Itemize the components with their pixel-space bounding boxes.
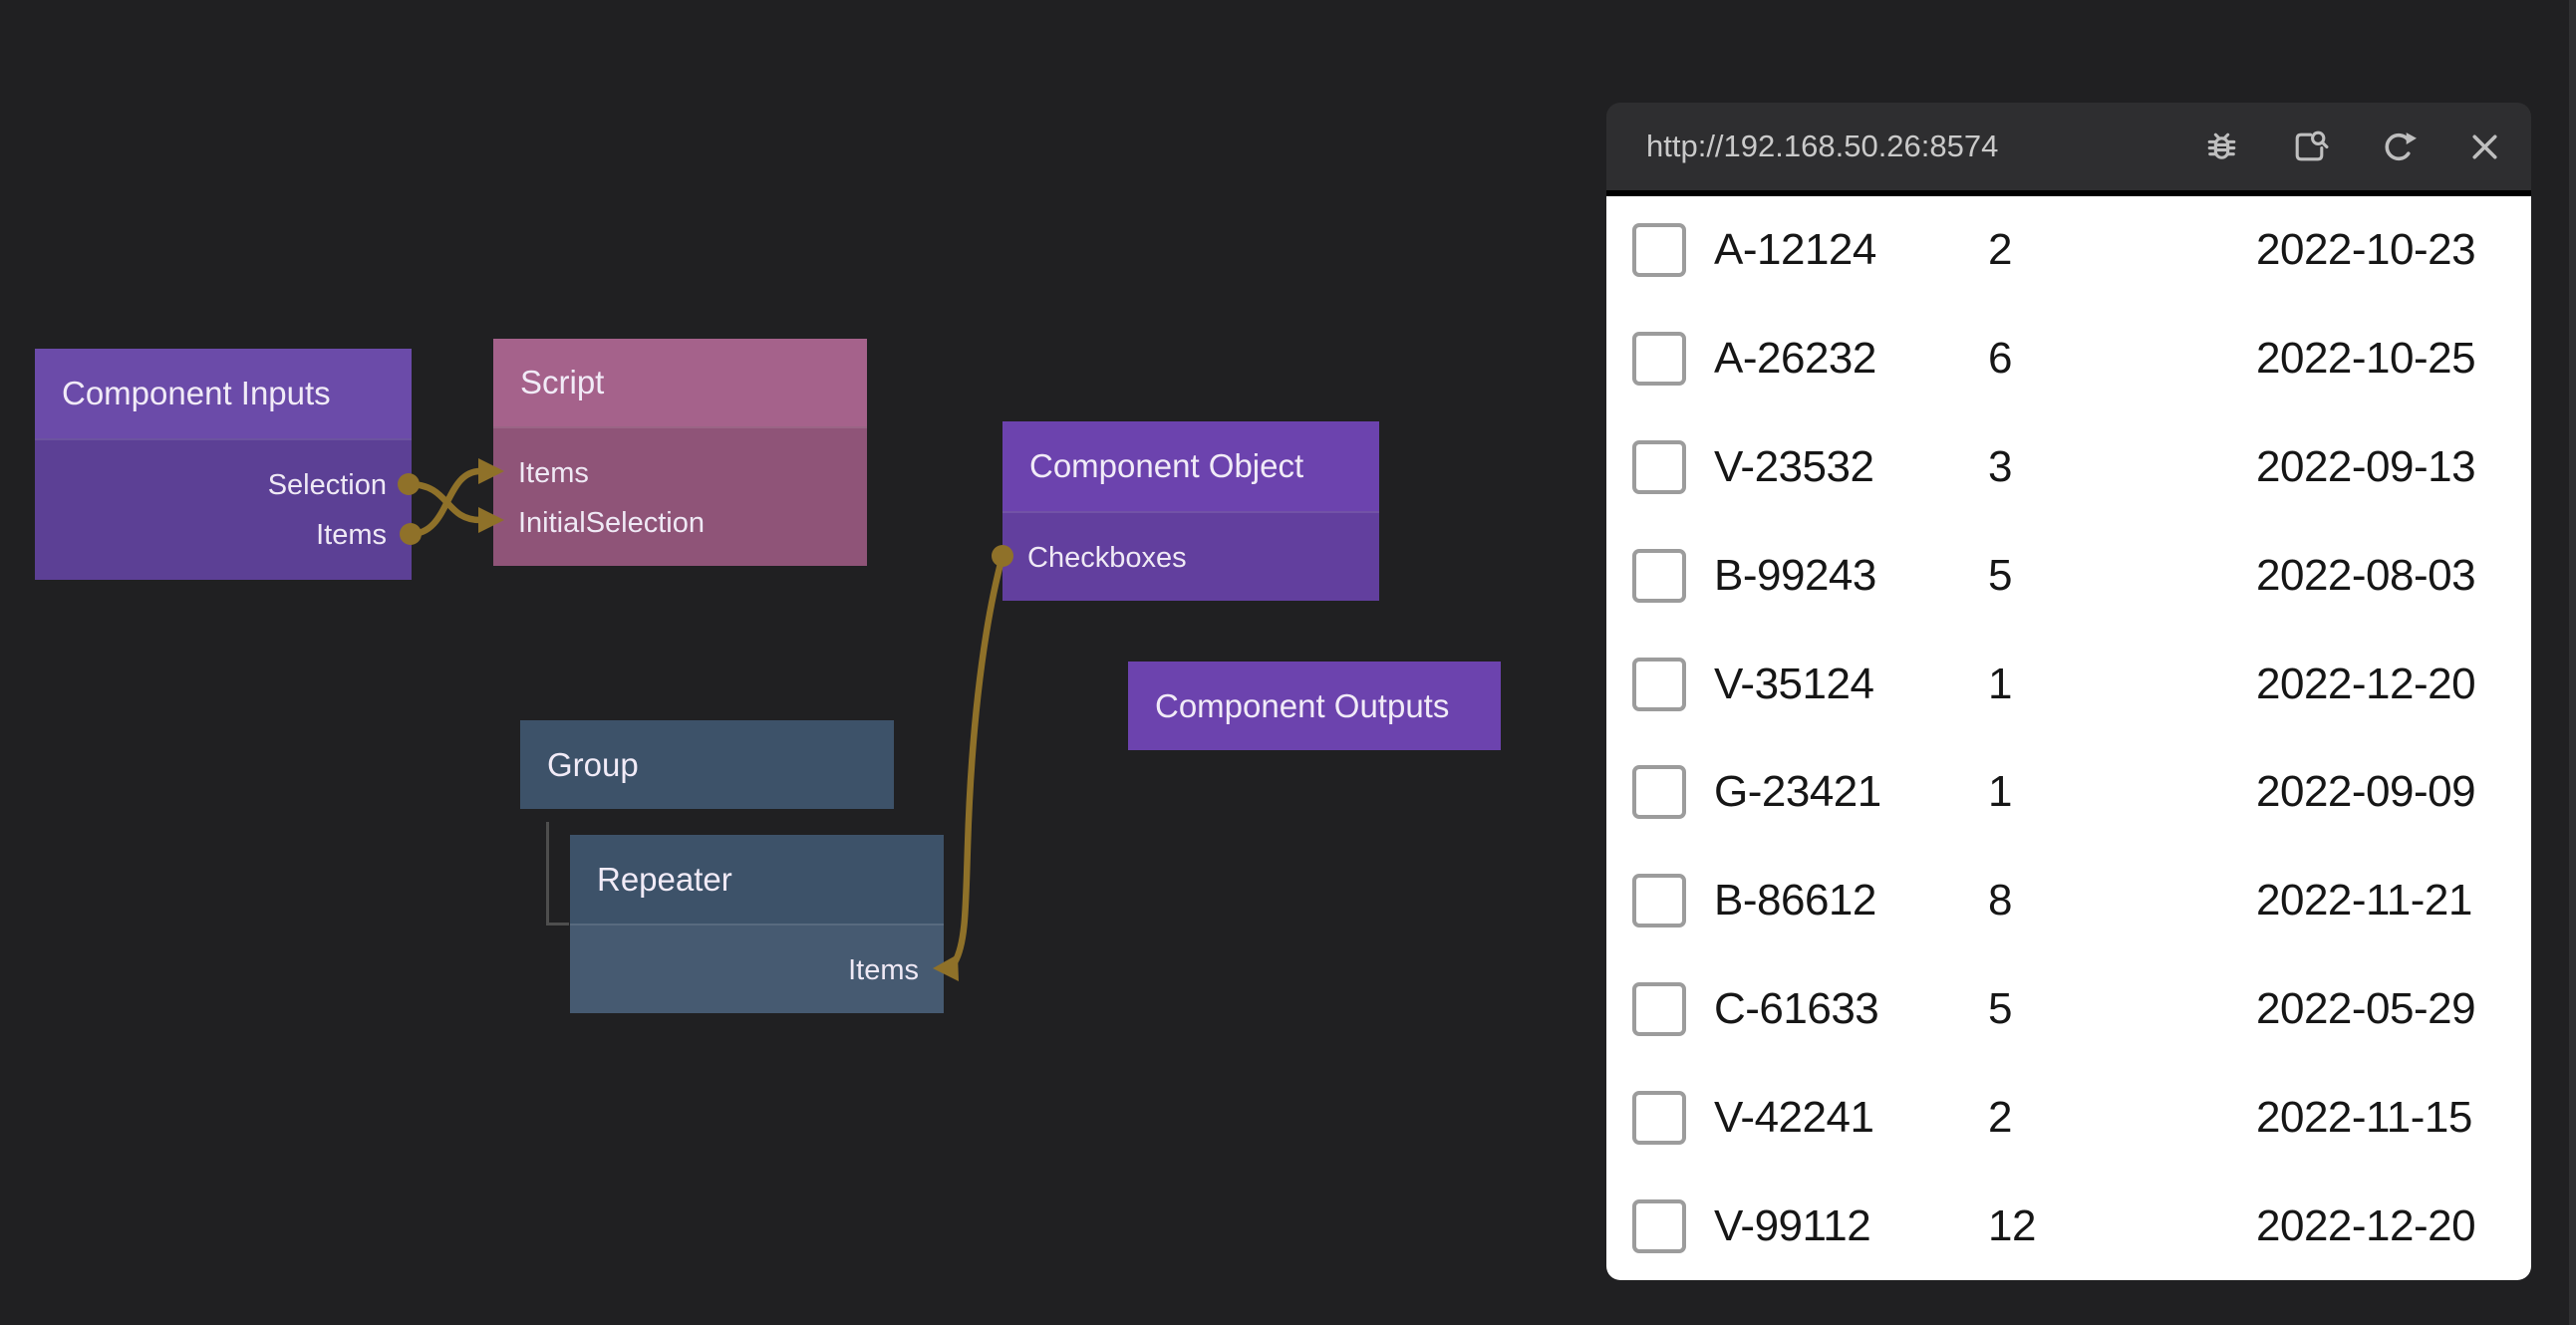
row-qty: 6 [1988,334,2012,384]
row-checkbox[interactable] [1632,332,1686,387]
preview-table: A-12124 2 2022-10-23 A-26232 6 2022-10-2… [1606,196,2531,1280]
group-child-bracket [546,822,569,926]
row-id: A-12124 [1714,225,1876,275]
component-object-node[interactable]: Component Object Checkboxes [1002,421,1379,601]
row-date: 2022-05-29 [2256,983,2476,1033]
row-date: 2022-12-20 [2256,1200,2476,1250]
node-title: Group [520,720,894,809]
node-body: Items [570,924,944,1013]
row-qty: 5 [1988,983,2012,1033]
port-items-out[interactable]: Items [316,519,387,551]
row-qty: 2 [1988,225,2012,275]
row-id: C-61633 [1714,983,1879,1033]
row-checkbox[interactable] [1632,548,1686,603]
node-body: Checkboxes [1002,511,1379,601]
row-date: 2022-11-15 [2256,1092,2472,1142]
row-id: B-99243 [1714,550,1876,600]
row-date: 2022-09-13 [2256,441,2476,491]
row-qty: 8 [1988,876,2012,926]
row-qty: 12 [1988,1200,2036,1250]
component-outputs-node[interactable]: Component Outputs [1128,662,1501,750]
node-body: Selection Items [35,438,412,580]
table-row[interactable]: A-26232 6 2022-10-25 [1606,305,2531,413]
table-row[interactable]: V-42241 2 2022-11-15 [1606,1063,2531,1172]
refresh-icon[interactable] [2377,127,2418,167]
row-id: V-42241 [1714,1092,1874,1142]
row-date: 2022-10-23 [2256,225,2476,275]
script-node[interactable]: Script Items InitialSelection [493,339,867,566]
port-selection[interactable]: Selection [267,469,387,501]
row-id: A-26232 [1714,334,1876,384]
browser-title-bar[interactable]: http://192.168.50.26:8574 [1606,103,2531,190]
port-items-repeater[interactable]: Items [848,954,919,986]
node-title: Component Inputs [35,349,412,438]
row-date: 2022-09-09 [2256,767,2476,817]
table-row[interactable]: C-61633 5 2022-05-29 [1606,955,2531,1064]
row-checkbox[interactable] [1632,439,1686,494]
canvas-scrollbar[interactable] [2569,0,2576,1325]
row-checkbox[interactable] [1632,1090,1686,1145]
node-title: Component Object [1002,421,1379,511]
port-checkboxes[interactable]: Checkboxes [1027,542,1187,574]
node-title: Script [493,339,867,426]
debug-icon[interactable] [2201,127,2242,167]
table-row[interactable]: B-99243 5 2022-08-03 [1606,521,2531,630]
row-checkbox[interactable] [1632,657,1686,711]
row-id: V-35124 [1714,659,1874,708]
repeater-node[interactable]: Repeater Items [570,835,944,1013]
url-bar[interactable]: http://192.168.50.26:8574 [1646,129,1999,163]
table-row[interactable]: A-12124 2 2022-10-23 [1606,196,2531,305]
table-row[interactable]: B-86612 8 2022-11-21 [1606,847,2531,955]
inspect-icon[interactable] [2289,127,2330,167]
row-checkbox[interactable] [1632,981,1686,1036]
port-items-in[interactable]: Items [518,457,589,489]
row-qty: 2 [1988,1092,2012,1142]
wire-items-to-items [407,467,484,538]
row-id: V-99112 [1714,1200,1871,1250]
row-date: 2022-12-20 [2256,659,2476,708]
row-qty: 1 [1988,659,2012,708]
row-date: 2022-11-21 [2256,876,2472,926]
row-checkbox[interactable] [1632,223,1686,278]
row-checkbox[interactable] [1632,765,1686,820]
table-row[interactable]: V-23532 3 2022-09-13 [1606,413,2531,522]
wire-checkboxes-to-items [951,552,1006,966]
row-id: G-23421 [1714,767,1881,817]
browser-separator [1606,190,2531,196]
row-checkbox[interactable] [1632,1198,1686,1253]
port-initialselection[interactable]: InitialSelection [518,507,705,539]
row-checkbox[interactable] [1632,874,1686,928]
table-row[interactable]: V-99112 12 2022-12-20 [1606,1172,2531,1280]
node-body: Items InitialSelection [493,426,867,566]
row-qty: 1 [1988,767,2012,817]
row-qty: 5 [1988,550,2012,600]
preview-browser-panel: http://192.168.50.26:8574 [1606,103,2531,1280]
close-icon[interactable] [2464,127,2505,167]
wire-selection-to-initialselection [405,480,484,524]
row-id: V-23532 [1714,441,1874,491]
table-row[interactable]: G-23421 1 2022-09-09 [1606,738,2531,847]
table-row[interactable]: V-35124 1 2022-12-20 [1606,630,2531,738]
group-node[interactable]: Group [520,720,894,809]
row-date: 2022-08-03 [2256,550,2476,600]
component-inputs-node[interactable]: Component Inputs Selection Items [35,349,412,580]
browser-toolbar [2201,127,2505,167]
row-id: B-86612 [1714,876,1876,926]
row-qty: 3 [1988,441,2012,491]
node-title: Component Outputs [1128,662,1501,750]
row-date: 2022-10-25 [2256,334,2476,384]
node-title: Repeater [570,835,944,924]
